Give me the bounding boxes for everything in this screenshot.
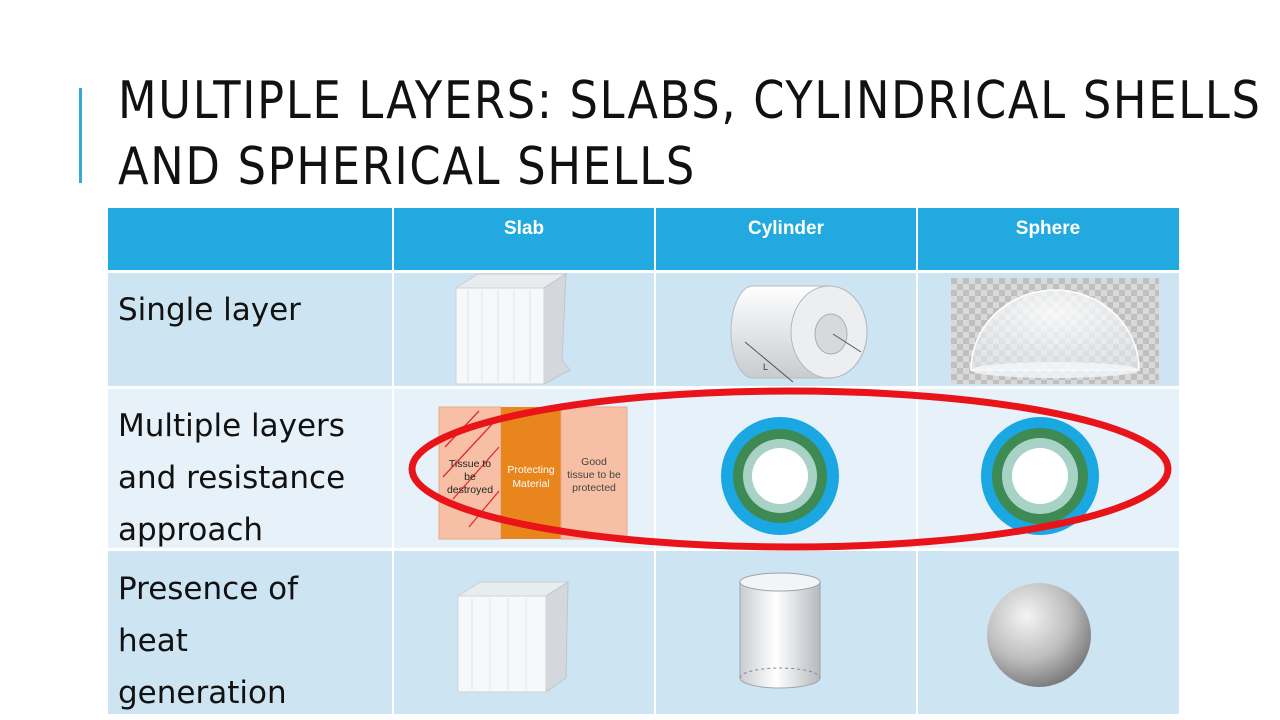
slab-right-label-3: protected (572, 482, 616, 494)
row-label-line: Multiple layers (118, 408, 345, 444)
solid-cylinder-illustration (739, 572, 821, 689)
title-line-2: AND SPHERICAL SHELLS (118, 137, 697, 197)
header-slab: Slab (393, 208, 655, 271)
sphere-illustration (987, 583, 1091, 687)
grid-line (392, 208, 394, 714)
grid-line (108, 548, 1179, 551)
hollow-cylinder-illustration: L (730, 285, 868, 383)
slab-middle-label-2: Material (512, 478, 549, 490)
row-label-line: generation (118, 675, 287, 711)
header-cylinder: Cylinder (655, 208, 917, 271)
hemisphere-illustration (951, 278, 1159, 384)
cylinder-dimension-label: L (763, 362, 768, 372)
row-label-line: Presence of (118, 571, 299, 607)
row-label-line: approach (118, 512, 264, 548)
grid-line (108, 386, 1179, 389)
slab-block-heat-illustration (456, 581, 570, 693)
layered-slab-diagram: Tissue to be destroyed Protecting Materi… (438, 406, 628, 540)
slab-block-illustration (454, 273, 571, 385)
row-label-single-layer: Single layer (108, 278, 393, 336)
grid-line (108, 270, 1179, 273)
header-sphere: Sphere (917, 208, 1179, 271)
header-cell-empty (108, 208, 393, 271)
row-label-heat-generation: Presence of heat generation (108, 557, 393, 719)
slide-title: MULTIPLE LAYERS: SLABS, CYLINDRICAL SHEL… (118, 68, 1262, 200)
slab-left-label-1: Tissue to (449, 458, 491, 470)
slab-right-label-1: Good (581, 456, 607, 468)
cylinder-layer-rings (721, 417, 839, 535)
sphere-layer-rings (981, 417, 1099, 535)
grid-line (916, 208, 918, 714)
slab-right-label-2: tissue to be (567, 469, 621, 481)
row-label-line: heat (118, 623, 188, 659)
comparison-table: Slab Cylinder Sphere Single layer Multip… (108, 208, 1179, 714)
slab-left-label-2: be (464, 471, 476, 483)
row-label-line: and resistance (118, 460, 346, 496)
title-line-1: MULTIPLE LAYERS: SLABS, CYLINDRICAL SHEL… (118, 71, 1262, 131)
slab-left-label-3: destroyed (447, 484, 493, 496)
accent-bar (79, 88, 82, 183)
slab-middle-label-1: Protecting (507, 464, 554, 476)
row-label-line: Single layer (118, 292, 301, 328)
grid-line (654, 208, 656, 714)
row-label-multiple-layers: Multiple layers and resistance approach (108, 394, 393, 556)
